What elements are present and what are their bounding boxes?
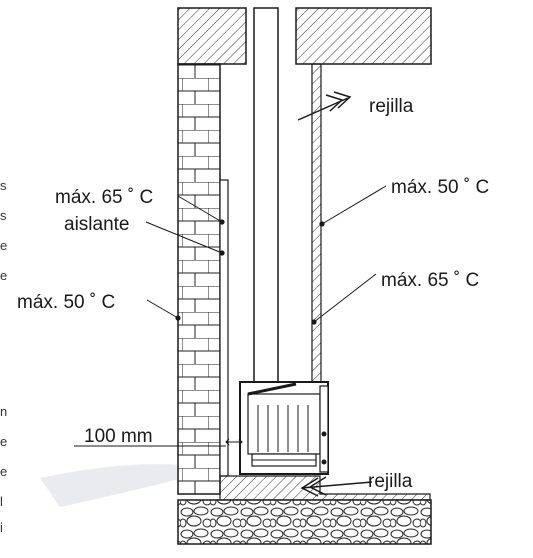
edge-fragment: e xyxy=(0,464,8,479)
edge-fragment: n xyxy=(0,404,8,419)
label-vent-bottom: rejilla xyxy=(368,471,413,492)
clearance-dimension xyxy=(74,438,243,447)
leader-temp-wall-left xyxy=(146,299,181,321)
edge-fragment: e xyxy=(0,238,8,253)
edge-fragment: s xyxy=(0,208,7,223)
brick-wall xyxy=(177,63,221,495)
label-temp-right-upper: máx. 50 ˚ C xyxy=(391,177,489,198)
label-clearance: 100 mm xyxy=(84,426,153,447)
edge-fragment: s xyxy=(0,178,7,193)
vent-bottom-arrow xyxy=(300,476,373,497)
edge-fragment: e xyxy=(0,434,8,449)
fireplace-insert xyxy=(239,381,329,475)
leader-temp-right-lower xyxy=(311,273,377,325)
leader-temp-panel-left xyxy=(177,195,225,225)
edge-fragment: l xyxy=(0,494,3,509)
stone-foundation xyxy=(177,499,432,545)
ceiling-block-left xyxy=(177,7,247,65)
glare-artifact xyxy=(40,464,215,507)
leader-temp-right-upper xyxy=(319,185,387,227)
ceiling-block-right xyxy=(295,7,432,65)
flue-pipe xyxy=(253,7,279,383)
edge-fragment: i xyxy=(0,520,3,535)
label-temp-panel-left: máx. 65 ˚ C xyxy=(55,187,153,208)
vent-top-arrow xyxy=(297,91,352,121)
label-vent-top: rejilla xyxy=(369,96,414,117)
label-temp-wall-left: máx. 50 ˚ C xyxy=(17,292,115,313)
label-insulation: aislante xyxy=(64,214,130,235)
label-temp-right-lower: máx. 65 ˚ C xyxy=(381,270,479,291)
edge-fragment: e xyxy=(0,268,8,283)
leader-insulation xyxy=(145,221,225,256)
insulation-panel xyxy=(219,179,229,477)
